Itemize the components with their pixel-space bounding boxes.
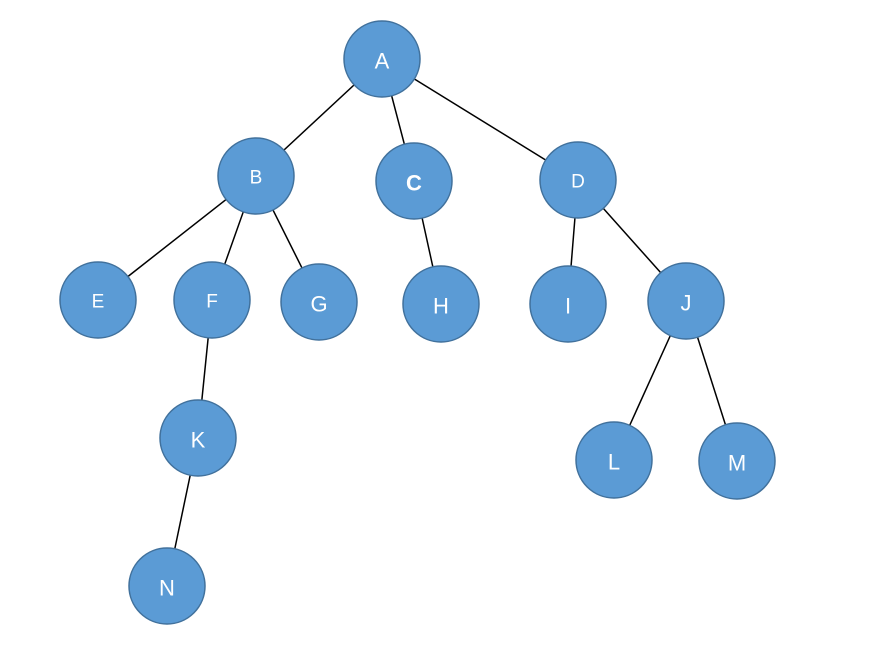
- node-label-i: I: [565, 294, 571, 319]
- node-h: H: [402, 265, 480, 343]
- node-label-m: M: [728, 451, 746, 476]
- node-label-b: B: [250, 168, 263, 189]
- node-circle-m: [698, 422, 776, 500]
- node-circle-f: [173, 261, 251, 339]
- node-label-d: D: [571, 172, 585, 193]
- node-label-a: A: [375, 49, 390, 74]
- node-circle-k: [159, 399, 237, 477]
- node-l: L: [575, 421, 653, 499]
- node-m: M: [698, 422, 776, 500]
- node-circle-b: [217, 137, 295, 215]
- node-circle-j: [647, 262, 725, 340]
- node-label-j: J: [681, 291, 692, 316]
- node-label-f: F: [206, 292, 218, 313]
- node-label-h: H: [433, 294, 449, 319]
- nodes-layer: A B C D E F G H I J K N L M: [59, 20, 776, 625]
- node-circle-c: [375, 142, 453, 220]
- node-label-n: N: [159, 576, 175, 601]
- node-b: B: [217, 137, 295, 215]
- node-circle-a: [343, 20, 421, 98]
- node-c: C: [375, 142, 453, 220]
- node-k: K: [159, 399, 237, 477]
- node-g: G: [280, 263, 358, 341]
- node-circle-i: [529, 265, 607, 343]
- node-label-c: C: [406, 171, 422, 196]
- node-label-e: E: [92, 292, 105, 313]
- node-circle-n: [128, 547, 206, 625]
- node-circle-d: [539, 141, 617, 219]
- node-n: N: [128, 547, 206, 625]
- node-circle-h: [402, 265, 480, 343]
- node-circle-l: [575, 421, 653, 499]
- node-label-k: K: [191, 428, 206, 453]
- node-label-g: G: [310, 292, 327, 317]
- node-circle-g: [280, 263, 358, 341]
- node-circle-e: [59, 261, 137, 339]
- node-i: I: [529, 265, 607, 343]
- node-f: F: [173, 261, 251, 339]
- node-label-l: L: [608, 450, 620, 475]
- node-e: E: [59, 261, 137, 339]
- node-j: J: [647, 262, 725, 340]
- node-a: A: [343, 20, 421, 98]
- node-d: D: [539, 141, 617, 219]
